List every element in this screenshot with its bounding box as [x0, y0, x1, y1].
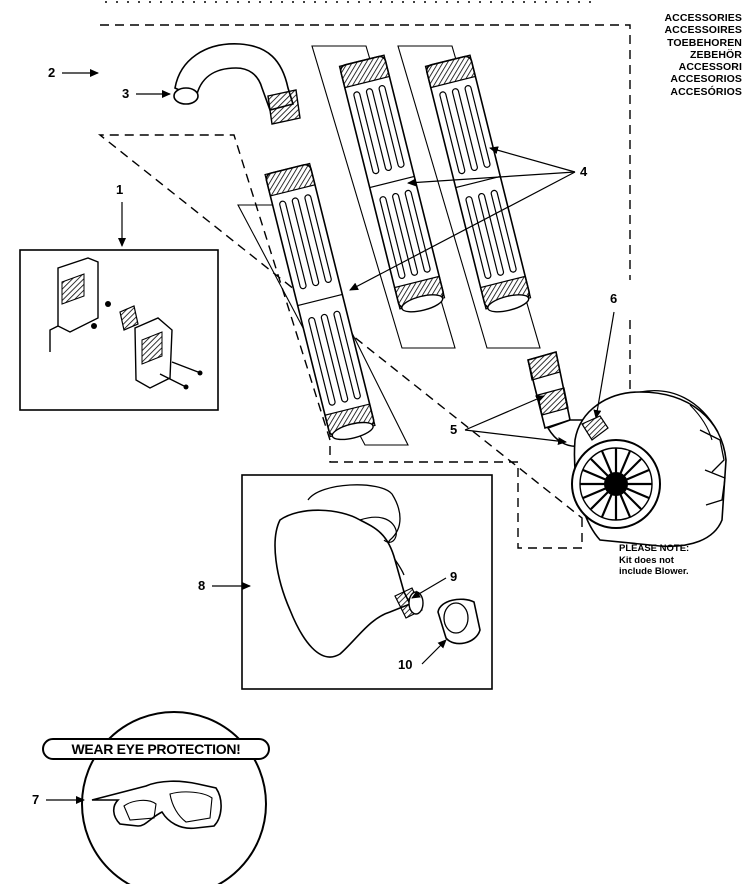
- arrow-4a: [489, 146, 576, 173]
- callout-3: 3: [122, 86, 130, 101]
- callout-2: 2: [48, 65, 56, 80]
- eye-protection-text: WEAR EYE PROTECTION!: [71, 741, 241, 757]
- tube-box-right: [397, 45, 541, 349]
- arrow-4b: [407, 171, 576, 187]
- detail-box-bag: [241, 474, 493, 690]
- accessories-label-en: ACCESSORIES: [664, 12, 742, 24]
- note-line-1: Kit does not: [619, 554, 674, 566]
- note-title: PLEASE NOTE:: [619, 543, 690, 554]
- callout-7: 7: [32, 792, 40, 807]
- please-note: PLEASE NOTE: Kit does not include Blower…: [619, 543, 689, 578]
- accessories-heading: ACCESSORIES ACCESSOIRES TOEBEHOREN ZEBEH…: [664, 12, 742, 98]
- arrow-6: [593, 311, 615, 419]
- arrow-5a: [464, 395, 545, 431]
- tube-box-middle: [311, 45, 456, 349]
- callout-1: 1: [116, 182, 124, 197]
- callout-9: 9: [450, 569, 458, 584]
- adapter: [527, 350, 592, 448]
- safety-glasses-icon: [91, 780, 222, 830]
- tube-left: [264, 162, 376, 441]
- elbow-tube: [173, 43, 301, 125]
- accessories-label-pt: ACCESÓRIOS: [670, 85, 742, 98]
- kit-boundary-dashed: [97, 24, 631, 549]
- callout-4: 4: [580, 164, 588, 179]
- note-line-2: include Blower.: [619, 566, 689, 577]
- accessories-label-it: ACCESSORI: [678, 61, 742, 74]
- accessories-label-es: ACCESORIOS: [670, 73, 742, 86]
- callout-8: 8: [198, 578, 206, 593]
- accessories-label-fr: ACCESSOIRES: [664, 24, 742, 37]
- blower: [571, 390, 727, 548]
- accessories-label-de: ZEBEHÖR: [689, 48, 742, 61]
- eye-protection-banner: WEAR EYE PROTECTION!: [42, 738, 270, 760]
- callout-10: 10: [398, 657, 413, 672]
- arrow-9: [411, 577, 447, 599]
- arrow-5b: [464, 429, 567, 446]
- detail-box-bracket: [19, 249, 219, 411]
- tube-middle: [338, 54, 446, 313]
- accessories-label-nl: TOEBEHOREN: [667, 36, 742, 49]
- callout-6: 6: [610, 291, 618, 306]
- arrow-4c: [349, 171, 576, 291]
- arrow-10: [421, 639, 447, 665]
- callout-5: 5: [450, 422, 458, 437]
- tube-right: [424, 54, 532, 313]
